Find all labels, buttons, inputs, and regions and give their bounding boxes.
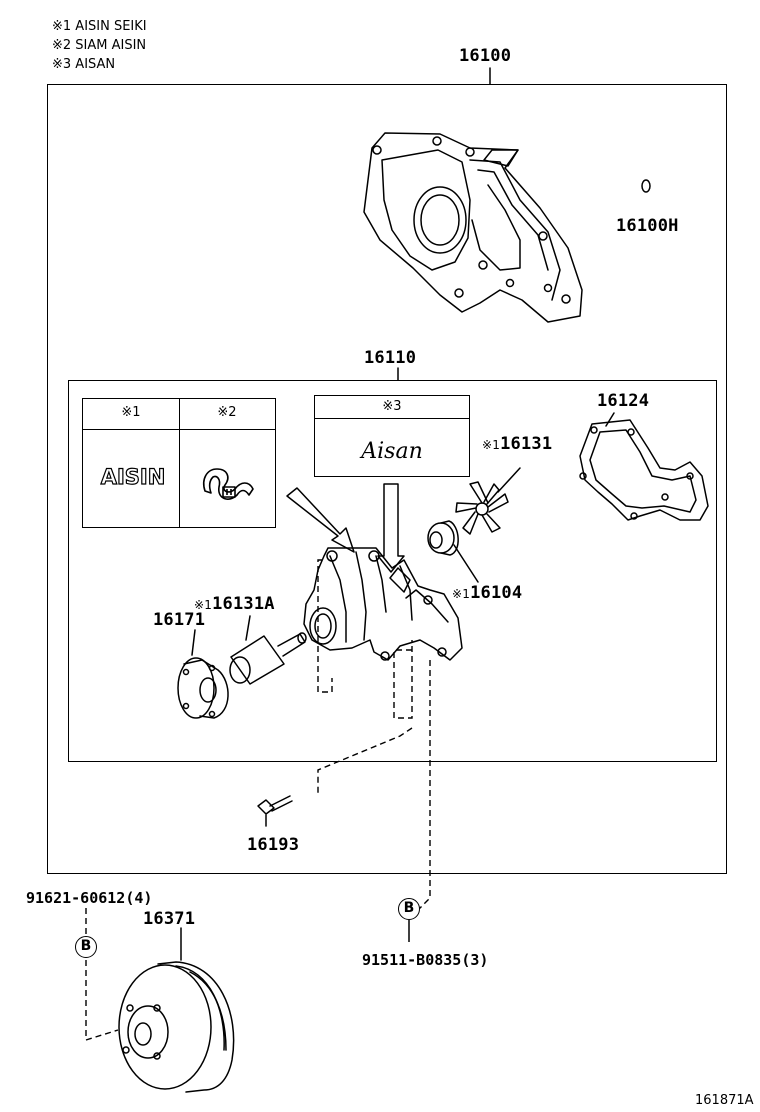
dashed-guide-body-left [317, 559, 333, 693]
part-16171-label[interactable]: 16171 [153, 610, 206, 630]
part-16131-label[interactable]: 16131 [500, 434, 553, 454]
aisin-logo: AISIN [100, 464, 166, 489]
part-16104-label[interactable]: 16104 [470, 583, 523, 603]
bolt-16193-drawing [257, 795, 293, 827]
part-16131a-mark: ※1 [194, 598, 213, 612]
part-16100h-label[interactable]: 16100H [616, 216, 679, 236]
diagram-id: 161871A [695, 1093, 754, 1108]
impeller-16131-drawing [455, 467, 521, 535]
part-91621-label[interactable]: 91621-60612(4) [26, 889, 153, 907]
manufacturer-notes: ※1 AISIN SEIKI ※2 SIAM AISIN ※3 AISAN [52, 17, 147, 74]
logo-header-3: ※3 [382, 399, 402, 414]
part-16193-label[interactable]: 16193 [247, 835, 300, 855]
seal-16104-drawing [427, 520, 479, 583]
pump-housing-drawing [363, 132, 583, 323]
part-16104-label-group: ※116104 [452, 583, 522, 603]
dashed-guide-bolt [317, 727, 413, 796]
pulley-16371-drawing [118, 927, 235, 1093]
logo-table-aisan: ※3 [314, 395, 470, 477]
part-16131-mark: ※1 [482, 438, 501, 452]
gasket-16124-drawing [579, 412, 709, 521]
part-16131a-label-group: ※116131A [194, 594, 275, 614]
reference-bubble-b-right[interactable]: B [398, 898, 420, 920]
part-91511-label[interactable]: 91511-B0835(3) [362, 951, 489, 969]
dashed-guide-body-mid [393, 640, 413, 719]
part-16371-label[interactable]: 16371 [143, 909, 196, 929]
logo-header-2: ※2 [217, 405, 237, 420]
bearing-16131a-drawing [229, 615, 307, 685]
siam-aisin-logo [202, 468, 254, 500]
flange-16171-drawing [177, 629, 229, 719]
dashed-guide-b-left-bottom [85, 960, 119, 1041]
logo-table-aisin: ※1 ※2 AISIN [82, 398, 276, 528]
logo-table-divider-v [179, 399, 180, 527]
outer-assembly-frame [47, 84, 727, 874]
o-ring-16100h-drawing [641, 179, 651, 193]
note-siam-aisin: ※2 SIAM AISIN [52, 38, 147, 53]
part-16124-label[interactable]: 16124 [597, 391, 650, 411]
part-16100-label[interactable]: 16100 [459, 46, 512, 66]
part-16110-label[interactable]: 16110 [364, 348, 417, 368]
pump-body-drawing [286, 483, 463, 661]
note-aisin-seiki: ※1 AISIN SEIKI [52, 19, 147, 34]
aisan-logo: Aisan [359, 439, 423, 464]
logo-table-aisan-divider [315, 418, 469, 419]
logo-header-1: ※1 [121, 405, 141, 420]
part-16131-label-group: ※116131 [482, 434, 552, 454]
part-16104-mark: ※1 [452, 587, 471, 601]
note-aisan: ※3 AISAN [52, 57, 116, 72]
inner-assembly-frame [68, 380, 717, 762]
part-16131a-label[interactable]: 16131A [212, 594, 275, 614]
reference-bubble-b-left[interactable]: B [75, 936, 97, 958]
dashed-guide-b-right [417, 660, 431, 911]
